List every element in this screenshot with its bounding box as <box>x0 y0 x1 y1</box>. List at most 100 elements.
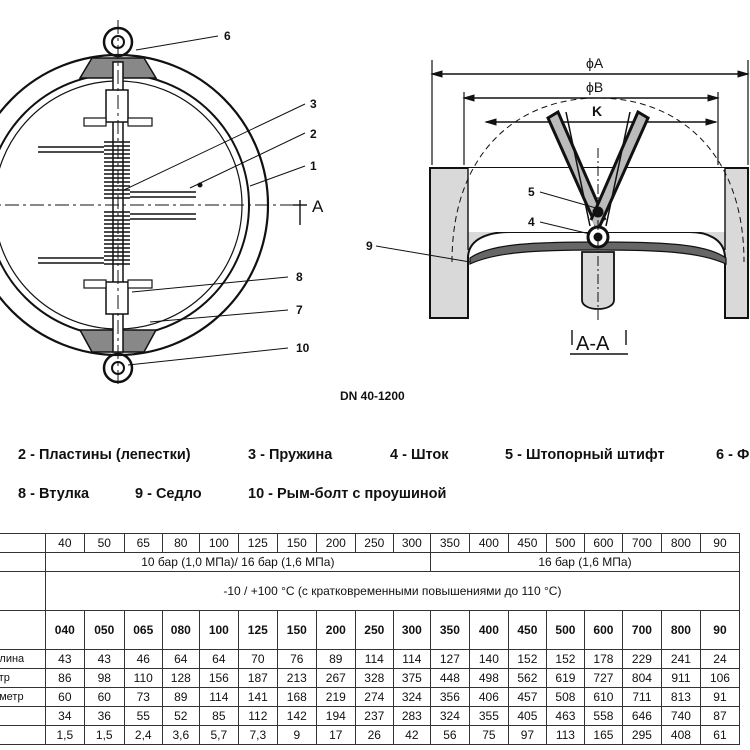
legend-item-bushing: 8 - Втулка <box>18 486 90 502</box>
row-label-cell: х <box>0 571 46 611</box>
value-cell: 110 <box>123 668 163 688</box>
size-cell: 450 <box>507 533 547 553</box>
value-cell: 324 <box>429 706 470 726</box>
parts-legend-row-1: 2 - Пластины (лепестки) 3 - Пружина 4 - … <box>0 447 750 467</box>
code-cell: 400 <box>468 610 509 650</box>
value-cell: 498 <box>468 668 509 688</box>
section-marker-a: A <box>312 197 324 216</box>
code-cell: 100 <box>198 610 239 650</box>
row-label-cell: етр <box>0 668 46 688</box>
value-cell: 46 <box>123 649 163 669</box>
value-cell: 165 <box>583 725 623 745</box>
value-cell: 91 <box>699 687 741 707</box>
size-cell: 150 <box>276 533 317 553</box>
value-cell: 75 <box>468 725 509 745</box>
value-cell: 89 <box>161 687 200 707</box>
value-cell: 406 <box>468 687 509 707</box>
row-label-cell: аметр <box>0 687 46 707</box>
callout-5: 5 <box>528 185 535 199</box>
callout-10: 10 <box>296 341 310 355</box>
value-cell: 76 <box>276 649 317 669</box>
leader-lines <box>123 35 306 366</box>
value-cell: 156 <box>198 668 239 688</box>
callout-6: 6 <box>224 29 231 43</box>
value-cell: 562 <box>507 668 547 688</box>
pressure-cell: 10 бар (1,0 МПа)/ 16 бар (1,6 МПа) <box>44 552 431 572</box>
value-cell: 61 <box>699 725 741 745</box>
value-cell: 97 <box>507 725 547 745</box>
value-cell: 356 <box>429 687 470 707</box>
value-cell: 1,5 <box>44 725 85 745</box>
legend-item-spring: 3 - Пружина <box>248 447 333 463</box>
legend-item-6: 6 - Ф <box>716 447 750 463</box>
code-cell: 700 <box>621 610 662 650</box>
temperature-cell: -10 / +100 °C (с кратковременными повыше… <box>44 571 741 611</box>
value-cell: 187 <box>237 668 278 688</box>
value-cell: 89 <box>315 649 356 669</box>
value-cell: 2,4 <box>123 725 163 745</box>
dim-label-a: ϕA <box>586 55 604 71</box>
code-cell: 065 <box>123 610 163 650</box>
spring-coils <box>104 141 130 265</box>
value-cell: 114 <box>198 687 239 707</box>
value-cell: 73 <box>123 687 163 707</box>
value-cell: 87 <box>699 706 741 726</box>
value-cell: 646 <box>621 706 662 726</box>
value-cell: 60 <box>83 687 125 707</box>
dim-label-b: ϕB <box>586 79 603 95</box>
value-cell: 508 <box>545 687 585 707</box>
value-cell: 60 <box>44 687 85 707</box>
value-cell: 106 <box>699 668 741 688</box>
value-cell: 408 <box>660 725 701 745</box>
value-cell: 813 <box>660 687 701 707</box>
value-cell: 34 <box>44 706 85 726</box>
value-cell: 43 <box>83 649 125 669</box>
dim-label-k: K <box>592 103 602 119</box>
size-cell: 90 <box>699 533 741 553</box>
value-cell: 463 <box>545 706 585 726</box>
pressure-cell: 16 бар (1,6 МПа) <box>429 552 741 572</box>
callout-4: 4 <box>528 215 535 229</box>
legend-item-stop-pin: 5 - Штопорный штифт <box>505 447 665 463</box>
value-cell: 17 <box>315 725 356 745</box>
value-cell: 283 <box>392 706 431 726</box>
code-cell: 200 <box>315 610 356 650</box>
value-cell: 457 <box>507 687 547 707</box>
value-cell: 405 <box>507 706 547 726</box>
table-row: аметр60607389114141168219274324356406457… <box>0 687 741 707</box>
value-cell: 127 <box>429 649 470 669</box>
value-cell: 128 <box>161 668 200 688</box>
value-cell: 229 <box>621 649 662 669</box>
code-cell: 150 <box>276 610 317 650</box>
legend-item-plates: 2 - Пластины (лепестки) <box>18 447 191 463</box>
seat <box>469 241 727 265</box>
left-plate <box>546 109 607 231</box>
size-cell: 50 <box>83 533 125 553</box>
value-cell: 55 <box>123 706 163 726</box>
value-cell: 26 <box>354 725 394 745</box>
callout-1: 1 <box>310 159 317 173</box>
callout-8: 8 <box>296 270 303 284</box>
value-cell: 448 <box>429 668 470 688</box>
value-cell: 64 <box>161 649 200 669</box>
table-row: х-10 / +100 °C (с кратковременными повыш… <box>0 571 741 611</box>
size-cell: 200 <box>315 533 356 553</box>
code-cell: 500 <box>545 610 585 650</box>
section-title: A-A <box>576 333 610 355</box>
size-cell: 350 <box>429 533 470 553</box>
value-cell: 152 <box>507 649 547 669</box>
callout-7: 7 <box>296 303 303 317</box>
value-cell: 324 <box>392 687 431 707</box>
code-cell: 125 <box>237 610 278 650</box>
swing-arc <box>451 97 745 263</box>
code-cell: 080 <box>161 610 200 650</box>
value-cell: 295 <box>621 725 662 745</box>
table-row: етр8698110128156187213267328375448498562… <box>0 668 741 688</box>
value-cell: 36 <box>83 706 125 726</box>
row-label-cell: длина <box>0 649 46 669</box>
value-cell: 727 <box>583 668 623 688</box>
size-cell: 500 <box>545 533 585 553</box>
